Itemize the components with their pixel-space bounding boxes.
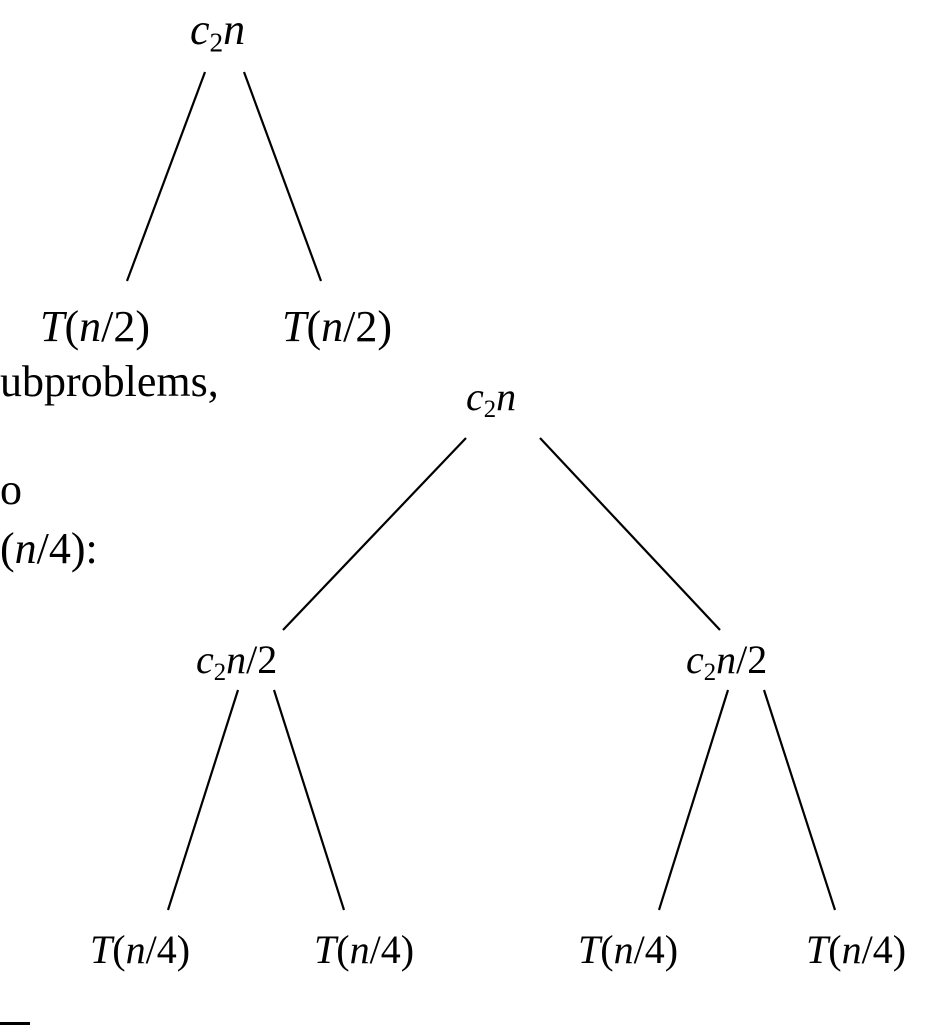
partial-underline-mark <box>0 1022 30 1025</box>
leaf-3-label: T(n/4) <box>578 927 679 972</box>
leaf-4-label: T(n/4) <box>806 927 907 972</box>
edge-left-mid-left <box>166 689 240 911</box>
mid-left-label: c2n/2 <box>196 637 278 686</box>
edge-bottom-root-left <box>282 437 467 631</box>
mid-right-label: c2n/2 <box>686 637 768 686</box>
edge-right-mid-left <box>657 689 730 911</box>
slide-text-line-3: T(n/4): <box>0 524 98 573</box>
top-left-child-label: T(n/2) <box>40 302 151 351</box>
edge-bottom-root-right <box>539 437 721 631</box>
top-right-child-label: T(n/2) <box>282 302 393 351</box>
slide-text-line-1: ubproblems, <box>0 357 219 406</box>
leaf-1-label: T(n/4) <box>90 927 191 972</box>
edge-top-root-left <box>125 71 207 282</box>
edge-right-mid-right <box>762 689 837 911</box>
bottom-root-label: c2n <box>466 374 517 423</box>
edge-left-mid-right <box>272 689 346 911</box>
slide-text-line-2: o <box>0 465 22 514</box>
leaf-2-label: T(n/4) <box>314 927 415 972</box>
edge-top-root-right <box>242 71 323 282</box>
top-root-label: c2n <box>190 5 246 58</box>
